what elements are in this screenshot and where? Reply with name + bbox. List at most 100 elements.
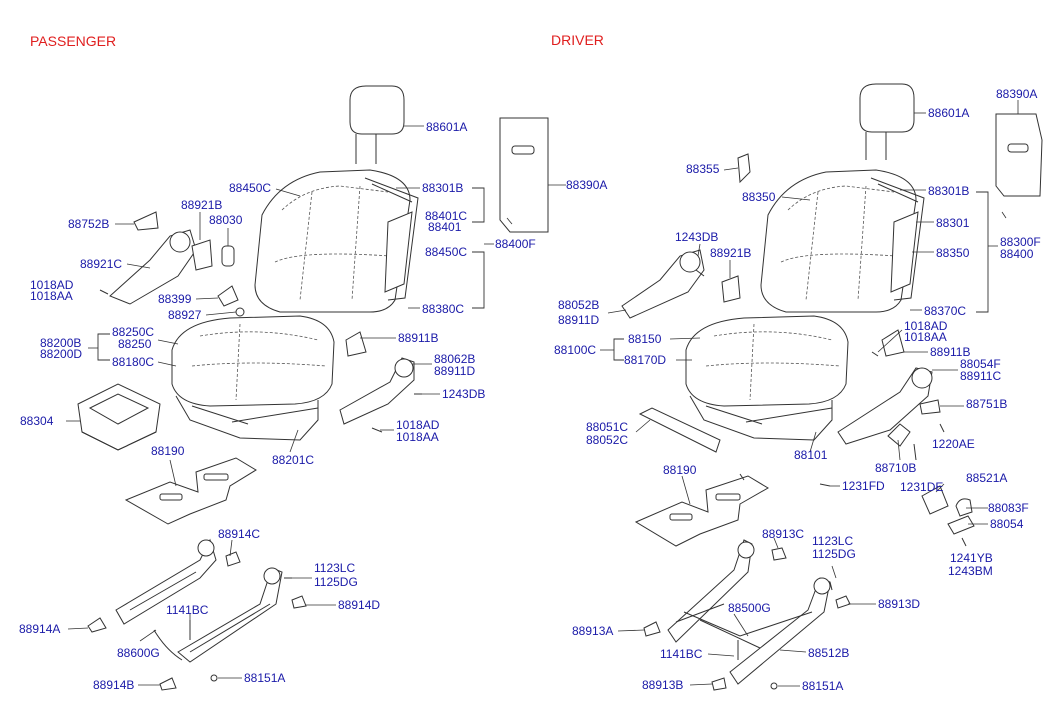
label-1125DG[interactable]: 1125DG [314, 575, 358, 589]
label-88399[interactable]: 88399 [158, 292, 192, 306]
label-88601A[interactable]: 88601A [426, 120, 467, 134]
label-d-1220AE[interactable]: 1220AE [932, 437, 975, 451]
label-d-88500G[interactable]: 88500G [728, 601, 771, 615]
label-d-88911D[interactable]: 88911D [558, 313, 599, 327]
driver-seat-drawing [621, 83, 1043, 691]
label-1018AD[interactable]: 1018AD [30, 278, 74, 292]
label-88401C[interactable]: 88401C [425, 209, 467, 223]
label-88400F[interactable]: 88400F [495, 237, 536, 251]
label-88450C[interactable]: 88450C [229, 181, 271, 195]
passenger-leaders [66, 125, 566, 686]
label-88911D[interactable]: 88911D [434, 364, 475, 378]
label-d-88355[interactable]: 88355 [686, 162, 720, 176]
label-88190[interactable]: 88190 [151, 444, 185, 458]
label-d-88350[interactable]: 88350 [742, 190, 776, 204]
label-d-88052B[interactable]: 88052B [558, 298, 599, 312]
label-88151A[interactable]: 88151A [244, 671, 285, 685]
driver-labels: 88601A 88390A 88355 88350 88301B 88301 8… [554, 87, 1041, 693]
label-d-1141BC[interactable]: 1141BC [660, 647, 703, 661]
label-88390A[interactable]: 88390A [566, 178, 607, 192]
label-88304[interactable]: 88304 [20, 414, 54, 428]
label-d-88521A[interactable]: 88521A [966, 471, 1007, 485]
label-d-1018AD[interactable]: 1018AD [904, 319, 948, 333]
label-88914C[interactable]: 88914C [218, 527, 260, 541]
label-d-88052C[interactable]: 88052C [586, 433, 628, 447]
label-d-88390A[interactable]: 88390A [996, 87, 1037, 101]
passenger-labels: 88601A 88450C 88301B 88390A 88401C 88401… [19, 120, 607, 692]
label-d-88350-2[interactable]: 88350 [936, 246, 970, 260]
label-d-88751B[interactable]: 88751B [966, 397, 1007, 411]
label-88450C-2[interactable]: 88450C [425, 245, 467, 259]
label-88927[interactable]: 88927 [168, 308, 202, 322]
label-88201C[interactable]: 88201C [272, 453, 314, 467]
label-d-88150[interactable]: 88150 [628, 332, 662, 346]
label-d-1123LC[interactable]: 1123LC [812, 534, 853, 548]
label-88752B[interactable]: 88752B [68, 217, 109, 231]
label-1243DB[interactable]: 1243DB [442, 387, 485, 401]
label-88180C[interactable]: 88180C [112, 355, 154, 369]
label-d-88170D[interactable]: 88170D [624, 353, 666, 367]
driver-seat-tracks [667, 539, 831, 685]
label-88921B[interactable]: 88921B [181, 198, 222, 212]
label-88250[interactable]: 88250 [118, 337, 152, 351]
label-d-88710B[interactable]: 88710B [875, 461, 916, 475]
passenger-tray [77, 383, 161, 451]
label-d-1018AA[interactable]: 1018AA [904, 330, 947, 344]
label-d-88054F[interactable]: 88054F [960, 357, 1001, 371]
driver-header: DRIVER [551, 32, 604, 48]
label-d-88512B[interactable]: 88512B [808, 646, 849, 660]
label-88200B[interactable]: 88200B [40, 336, 81, 350]
label-d-88911B[interactable]: 88911B [930, 345, 970, 359]
label-d-1243BM[interactable]: 1243BM [948, 564, 993, 578]
label-88062B[interactable]: 88062B [434, 352, 475, 366]
label-88914B[interactable]: 88914B [93, 678, 134, 692]
label-d-1231FD[interactable]: 1231FD [842, 479, 885, 493]
label-d-88301B[interactable]: 88301B [928, 184, 969, 198]
label-d-88370C[interactable]: 88370C [924, 304, 966, 318]
label-88600G[interactable]: 88600G [117, 646, 160, 660]
label-d-88054[interactable]: 88054 [990, 517, 1024, 531]
label-d-88051C[interactable]: 88051C [586, 420, 628, 434]
label-1141BC[interactable]: 1141BC [166, 603, 209, 617]
label-d-88300F[interactable]: 88300F [1000, 235, 1041, 249]
label-88401[interactable]: 88401 [428, 220, 462, 234]
label-d-88083F[interactable]: 88083F [988, 501, 1029, 515]
label-d-1125DG[interactable]: 1125DG [812, 547, 856, 561]
label-d-88400[interactable]: 88400 [1000, 247, 1034, 261]
label-d-1241YB[interactable]: 1241YB [950, 551, 993, 565]
label-88380C[interactable]: 88380C [422, 302, 464, 316]
label-88914A[interactable]: 88914A [19, 622, 60, 636]
label-88911B[interactable]: 88911B [398, 331, 438, 345]
passenger-seat-tracks [115, 538, 283, 663]
label-d-88913B[interactable]: 88913B [642, 678, 683, 692]
passenger-back-board [499, 117, 549, 233]
label-d-88911C[interactable]: 88911C [960, 369, 1001, 383]
passenger-headrest [349, 85, 405, 164]
label-d-88913C[interactable]: 88913C [762, 527, 804, 541]
label-88914D[interactable]: 88914D [338, 598, 380, 612]
label-88030[interactable]: 88030 [209, 213, 243, 227]
label-d-88913A[interactable]: 88913A [572, 624, 613, 638]
label-88200D[interactable]: 88200D [40, 347, 82, 361]
label-1018AA-2[interactable]: 1018AA [396, 430, 439, 444]
label-d-88921B[interactable]: 88921B [710, 246, 751, 260]
label-1123LC[interactable]: 1123LC [314, 561, 355, 575]
driver-leaders [600, 100, 1019, 687]
label-88301B[interactable]: 88301B [422, 181, 463, 195]
label-d-88601A[interactable]: 88601A [928, 106, 969, 120]
label-d-88101[interactable]: 88101 [794, 448, 828, 462]
label-d-1231DE[interactable]: 1231DE [900, 480, 943, 494]
passenger-mat [124, 457, 257, 525]
driver-mat [634, 473, 769, 547]
label-88921C[interactable]: 88921C [80, 257, 122, 271]
label-d-1243DB[interactable]: 1243DB [675, 230, 718, 244]
label-d-88100C[interactable]: 88100C [554, 343, 596, 357]
label-88250C[interactable]: 88250C [112, 325, 154, 339]
label-d-88301[interactable]: 88301 [936, 216, 970, 230]
label-d-88190[interactable]: 88190 [663, 463, 697, 477]
label-1018AA[interactable]: 1018AA [30, 289, 73, 303]
label-d-88151A[interactable]: 88151A [802, 679, 843, 693]
label-d-88913D[interactable]: 88913D [878, 597, 920, 611]
label-1018AD-2[interactable]: 1018AD [396, 418, 440, 432]
